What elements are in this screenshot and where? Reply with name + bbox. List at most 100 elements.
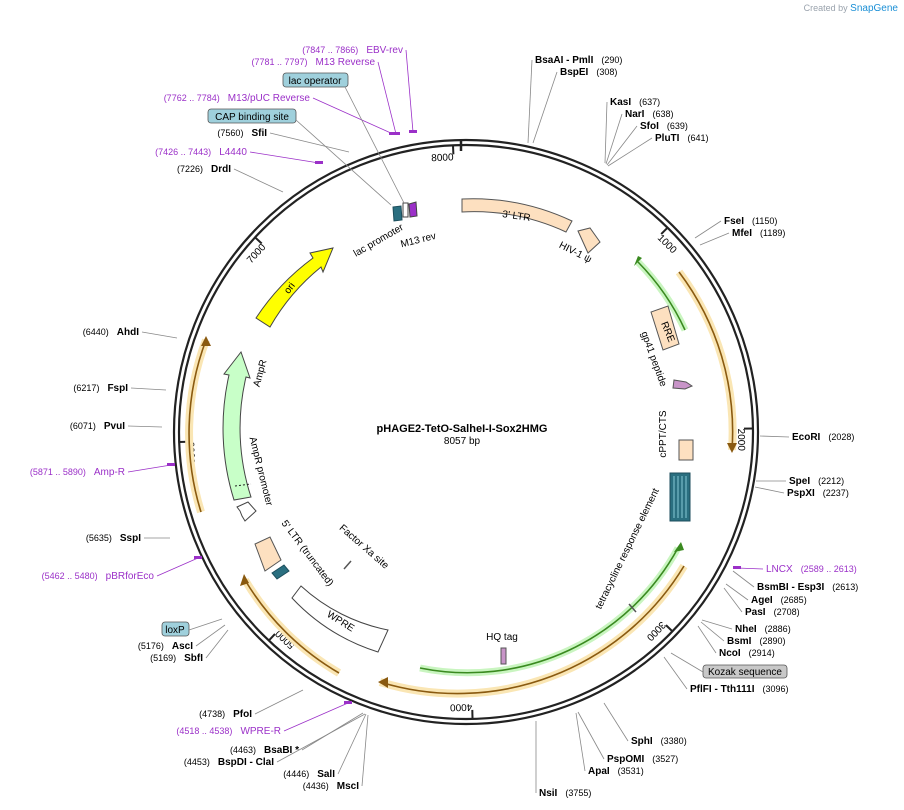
- feature-tre: [669, 472, 691, 522]
- leader-bsaai: [527, 59, 533, 144]
- primer-mark-3: [315, 161, 323, 164]
- leader-lac-operator: [344, 86, 405, 204]
- site-drdi: (7226)DrdI: [177, 164, 231, 175]
- leader-ncoi: [697, 625, 717, 654]
- primer-leader-4: [127, 464, 172, 473]
- feature-hq-label: HQ tag: [486, 632, 518, 643]
- leader-loxp: [188, 618, 223, 631]
- site-bsmbi: BsmBI - Esp3I(2613): [757, 582, 858, 593]
- primer-mark-7: [733, 566, 741, 569]
- leader-drdi: [233, 168, 284, 193]
- site-msci: (4436)MscI: [303, 781, 359, 792]
- site-sbfi: (5169)SbfI: [150, 653, 203, 664]
- leader-mfei: [699, 232, 730, 246]
- tick-5000: [268, 633, 276, 642]
- cds-arc-left-line: [244, 579, 340, 674]
- leader-pluti: [607, 137, 653, 167]
- primer-m13pucreverse: (7762 .. 7784)M13/pUC Reverse: [164, 93, 311, 104]
- primer-leader-2: [312, 97, 394, 135]
- leader-nhei: [701, 619, 733, 630]
- site-pasi: PasI(2708): [745, 607, 800, 618]
- primer-mark-2: [389, 132, 397, 135]
- leader-pspomi: [577, 711, 605, 760]
- site-fspi: (6217)FspI: [73, 383, 128, 394]
- feature-ampr-promoter: [236, 501, 257, 522]
- leader-pvui: [127, 425, 163, 428]
- feature-ampr: [222, 350, 252, 501]
- feature-tre-label: tetracycline response element: [594, 487, 662, 611]
- site-nari: NarI(638): [625, 109, 673, 120]
- label-kozak-text: Kozak sequence: [708, 667, 782, 678]
- site-pfoi: (4738)PfoI: [199, 709, 252, 720]
- primer-pbrforeco: (5462 .. 5480)pBRforEco: [42, 571, 155, 582]
- leader-kozak: [670, 652, 704, 673]
- backbone-outer: [172, 138, 760, 726]
- marker-factor-xa: [343, 560, 352, 570]
- site-pvui: (6071)PvuI: [70, 421, 125, 432]
- leader-sfoi: [606, 125, 638, 166]
- site-mfei: MfeI(1189): [732, 228, 785, 239]
- site-ncoi: NcoI(2914): [719, 648, 775, 659]
- tick-label-8000: 8000: [431, 152, 454, 164]
- feature-wpre: [291, 585, 389, 653]
- leader-fspi: [130, 387, 167, 391]
- feature-m13-rev-label: M13 rev: [400, 231, 438, 250]
- site-apai: ApaI(3531): [588, 766, 644, 777]
- feature-lac-promoter: [392, 205, 403, 222]
- marker-tre-small: [628, 603, 637, 613]
- site-bsaai: BsaAI - PmlI(290): [535, 55, 622, 66]
- site-agei: AgeI(2685): [751, 595, 807, 606]
- tick-1000: [660, 226, 669, 235]
- leader-bspdi: [276, 713, 366, 763]
- tick-3000: [665, 624, 674, 633]
- site-ahdi: (6440)AhdI: [83, 327, 139, 338]
- feature-ori-label: ori: [282, 281, 298, 297]
- plasmid-length: 8057 bp: [444, 436, 481, 447]
- site-nhei: NheI(2886): [735, 624, 791, 635]
- site-sfii: (7560)SfiI: [217, 128, 267, 139]
- cds-arrow-bottom: [378, 677, 388, 688]
- site-sspi: (5635)SspI: [86, 533, 141, 544]
- feature-5-ltr: [254, 536, 282, 572]
- site-bspei: BspEI(308): [560, 67, 617, 78]
- leader-ecori: [759, 435, 790, 438]
- site-nsii: NsiI(3755): [539, 788, 591, 799]
- primer-mark-5: [194, 556, 202, 559]
- feature-ori: [255, 247, 334, 328]
- plasmid-name: pHAGE2-TetO-SalheI-I-Sox2HMG: [377, 423, 548, 435]
- label-loxp-text: loxP: [165, 625, 185, 636]
- primer-mark-0: [409, 130, 417, 133]
- site-sali: (4446)SalI: [283, 769, 335, 780]
- primer-sites: (7847 .. 7866)EBV-rev(7781 .. 7797)M13 R…: [30, 45, 857, 737]
- feature-5-ltr-cap: [271, 564, 290, 580]
- leader-cap: [295, 119, 392, 206]
- primer-mark-4: [167, 463, 175, 466]
- leader-pspxi: [754, 486, 785, 494]
- cds-arc-bottom-line: [379, 565, 685, 695]
- site-bsabi: (4463)BsaBI *: [230, 745, 299, 756]
- primer-leader-1: [377, 61, 397, 135]
- cds-arc-right-line: [678, 271, 734, 451]
- credit-prefix: Created by: [803, 3, 848, 13]
- leader-pflfi: [663, 656, 688, 690]
- tick-label-2000: 2000: [735, 429, 746, 452]
- leader-lines: [127, 49, 790, 793]
- leader-asci: [195, 624, 226, 647]
- feature-5-ltr-label: 5' LTR (truncated): [279, 518, 336, 588]
- label-lac-operator: lac operator: [282, 72, 349, 88]
- feature-rre: [650, 305, 680, 351]
- cds-arrow-left: [240, 574, 249, 586]
- green-arc-bottom: [419, 546, 682, 677]
- site-bsmi: BsmI(2890): [727, 636, 785, 647]
- site-asci: (5176)AscI: [138, 641, 193, 652]
- amp-outer-arrow: [201, 336, 211, 346]
- primer-ampr: (5871 .. 5890)Amp-R: [30, 467, 125, 478]
- tick-label-4000: 4000: [449, 701, 472, 713]
- leader-sali: [337, 713, 367, 775]
- leader-nari: [605, 113, 623, 165]
- leader-kasi: [604, 101, 608, 164]
- feature-3-ltr: [461, 198, 573, 233]
- feature-3-ltr-label: 3' LTR: [502, 209, 532, 224]
- leader-bspei: [532, 71, 558, 144]
